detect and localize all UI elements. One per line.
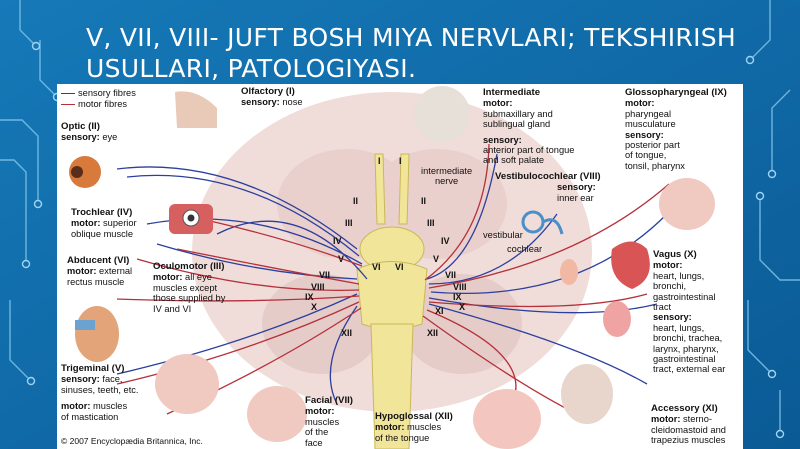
label-vestibulocochlear: Vestibulocochlear (VIII) sensory: inner … — [495, 171, 601, 203]
label-vestibular: vestibular — [483, 230, 523, 240]
numeral-x-left: X — [311, 302, 318, 312]
numeral-ix-right: IX — [453, 292, 462, 302]
legend-sensory: sensory fibres — [61, 88, 136, 98]
cranial-nerves-figure: sensory fibres motor fibres Olfactory (I… — [57, 84, 743, 449]
brainstem — [356, 153, 428, 449]
numeral-v-right: V — [433, 254, 440, 264]
organs-illustration — [560, 241, 650, 337]
numeral-i-left: I — [378, 156, 381, 166]
label-intermediate-nerve: intermediate nerve — [421, 166, 473, 187]
label-optic: Optic (II) sensory: eye — [61, 121, 118, 143]
cranial-nerves-diagram — [69, 86, 715, 449]
numeral-i-right: I — [399, 156, 402, 166]
numeral-vii-right: VII — [445, 270, 457, 280]
label-olfactory: Olfactory (I) sensory: nose — [241, 86, 303, 108]
nose-illustration — [175, 91, 217, 128]
eye-muscles-illustration — [169, 204, 213, 234]
inner-ear-illustration — [521, 210, 564, 235]
numeral-ii-left: II — [353, 196, 359, 206]
numeral-vi-left: VI — [372, 262, 381, 272]
numeral-xi-right: XI — [435, 306, 444, 316]
eye-illustration — [69, 156, 101, 188]
numeral-iii-left: III — [345, 218, 353, 228]
label-trigeminal: Trigeminal (V) sensory: face, sinuses, t… — [61, 363, 139, 422]
numeral-ii-right: II — [421, 196, 427, 206]
numeral-vii-left: VII — [319, 270, 331, 280]
label-intermediate: Intermediate motor: submaxillary and sub… — [483, 87, 575, 166]
label-abducent: Abducent (VI) motor: external rectus mus… — [67, 255, 133, 287]
label-cochlear: cochlear — [507, 244, 543, 254]
numeral-iv-left: IV — [333, 236, 342, 246]
numeral-xii-right: XII — [427, 328, 439, 338]
numeral-ix-left: IX — [305, 292, 314, 302]
numeral-iii-right: III — [427, 218, 435, 228]
numeral-viii-right: VIII — [453, 282, 467, 292]
numeral-iv-right: IV — [441, 236, 450, 246]
head-sagittal-illustration — [155, 86, 715, 449]
numeral-v-left: V — [338, 254, 345, 264]
legend-motor: motor fibres — [61, 99, 127, 109]
numeral-xii-left: XII — [341, 328, 353, 338]
label-hypoglossal: Hypoglossal (XII) motor: muscles of the … — [375, 411, 453, 443]
numeral-vi-right: VI — [395, 262, 404, 272]
slide-title: V, VII, VIII- JUFT BOSH MIYA NERVLARI; T… — [86, 23, 737, 83]
label-glossopharyngeal: Glossopharyngeal (IX) motor: pharyngeal … — [625, 87, 727, 171]
label-accessory: Accessory (XI) motor: sterno- cleidomast… — [651, 403, 726, 446]
numeral-x-right: X — [459, 302, 466, 312]
label-facial: Facial (VII) motor: muscles of the face — [305, 395, 353, 448]
label-oculomotor: Oculomotor (III) motor: all eye muscles … — [153, 261, 226, 314]
copyright-credit: © 2007 Encyclopædia Britannica, Inc. — [61, 436, 203, 446]
numeral-viii-left: VIII — [311, 282, 325, 292]
face-illustration — [75, 306, 119, 362]
label-vagus: Vagus (X) motor: heart, lungs, bronchi, … — [653, 249, 726, 375]
label-trochlear: Trochlear (IV) motor: superior oblique m… — [71, 207, 137, 239]
